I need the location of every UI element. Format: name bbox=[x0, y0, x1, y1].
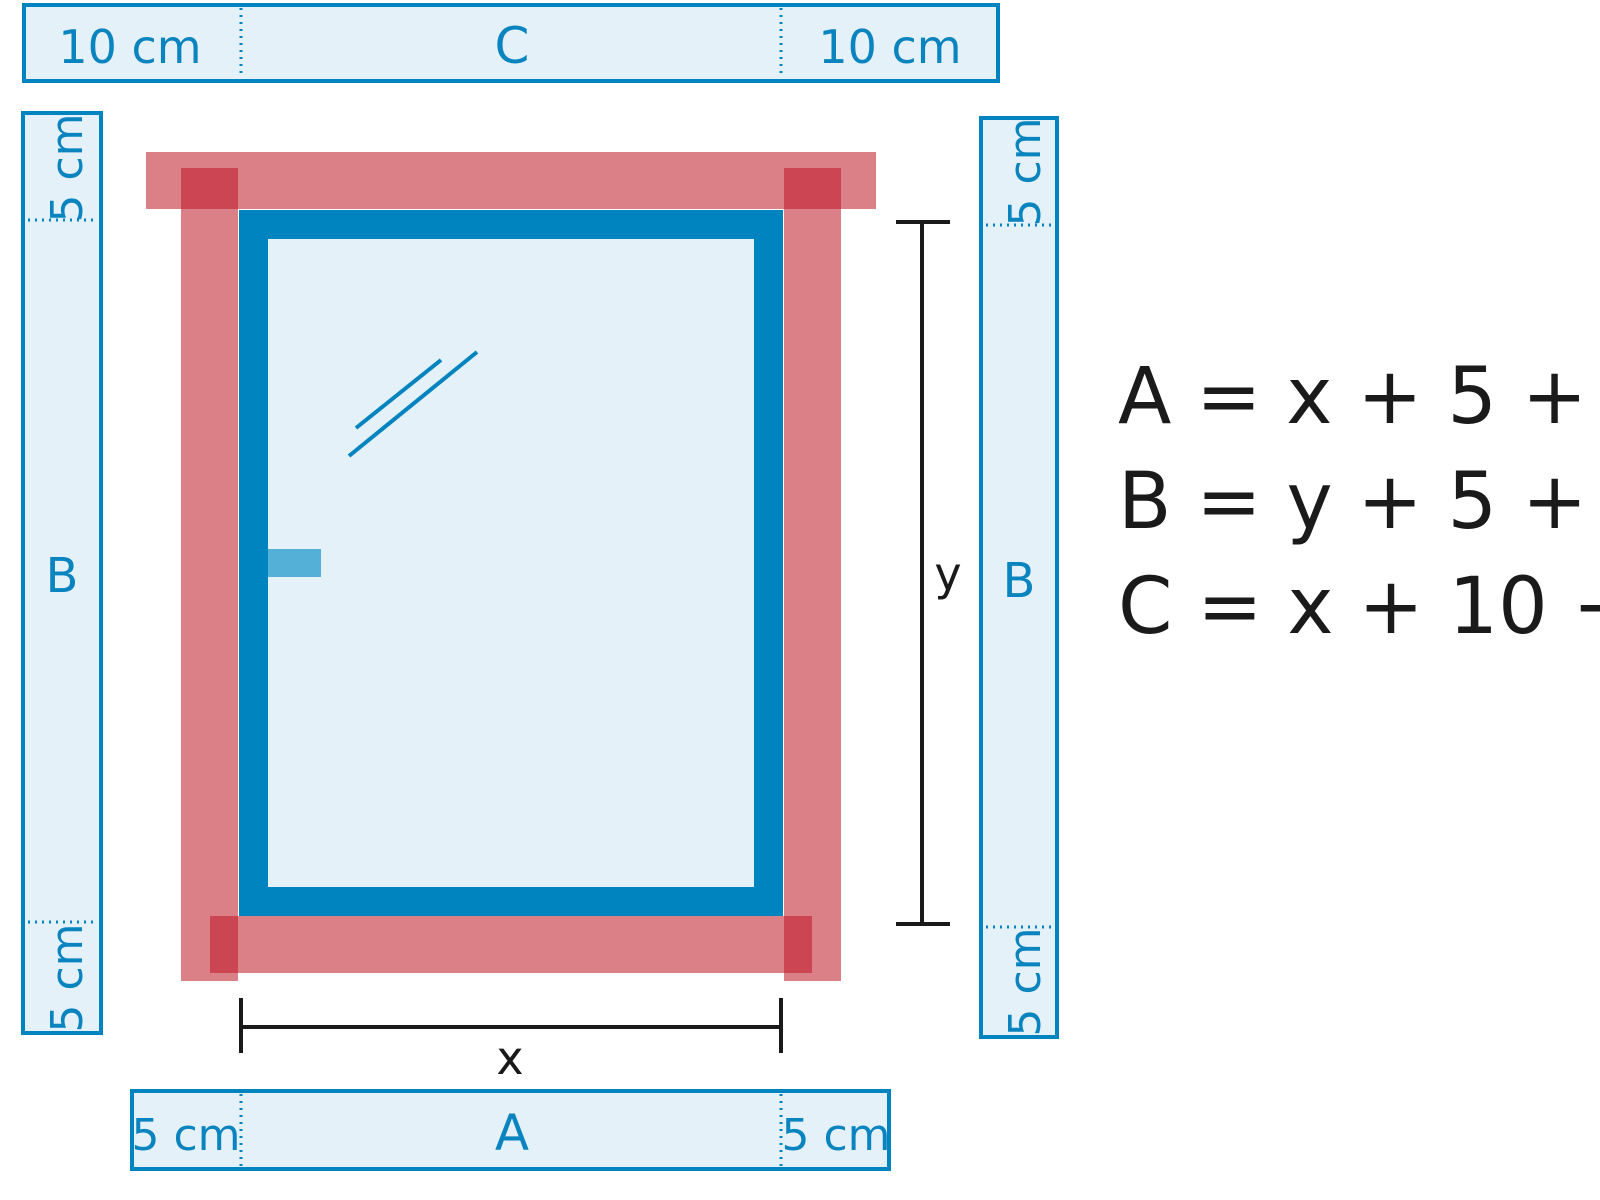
glare-line bbox=[347, 350, 479, 458]
dimension-x: x bbox=[239, 998, 783, 1085]
strip-b-right: 5 cm B 5 cm bbox=[979, 116, 1059, 1039]
label-c: C bbox=[495, 17, 530, 75]
label-b: B bbox=[46, 548, 79, 604]
window-handle bbox=[268, 549, 321, 577]
strip-b-left: 5 cm B 5 cm bbox=[21, 111, 103, 1035]
strip-c: 10 cm C 10 cm bbox=[22, 3, 1000, 83]
label-5cm-right: 5 cm bbox=[781, 1110, 890, 1161]
label-5cm-bottom: 5 cm bbox=[1000, 927, 1051, 1036]
label-b: B bbox=[1003, 553, 1036, 609]
dimension-y: y bbox=[896, 220, 962, 926]
label-10cm-left: 10 cm bbox=[58, 20, 201, 74]
label-a: A bbox=[495, 1104, 529, 1162]
label-y: y bbox=[934, 547, 961, 601]
label-5cm-top: 5 cm bbox=[1000, 117, 1051, 226]
label-10cm-right: 10 cm bbox=[818, 20, 961, 74]
label-5cm-top: 5 cm bbox=[42, 113, 93, 222]
strip-a: 5 cm A 5 cm bbox=[130, 1089, 891, 1171]
window bbox=[239, 210, 783, 916]
equation-b: B = y + 5 + 5 bbox=[1118, 457, 1600, 547]
equation-c: C = x + 10 + 10 bbox=[1118, 562, 1600, 652]
label-5cm-bottom: 5 cm bbox=[42, 923, 93, 1032]
label-x: x bbox=[496, 1031, 523, 1085]
label-5cm-left: 5 cm bbox=[131, 1110, 240, 1161]
equations: A = x + 5 + 5 B = y + 5 + 5 C = x + 10 +… bbox=[1118, 352, 1600, 652]
glare-line bbox=[354, 358, 443, 430]
red-trim bbox=[146, 152, 876, 981]
equation-a: A = x + 5 + 5 bbox=[1118, 352, 1600, 442]
